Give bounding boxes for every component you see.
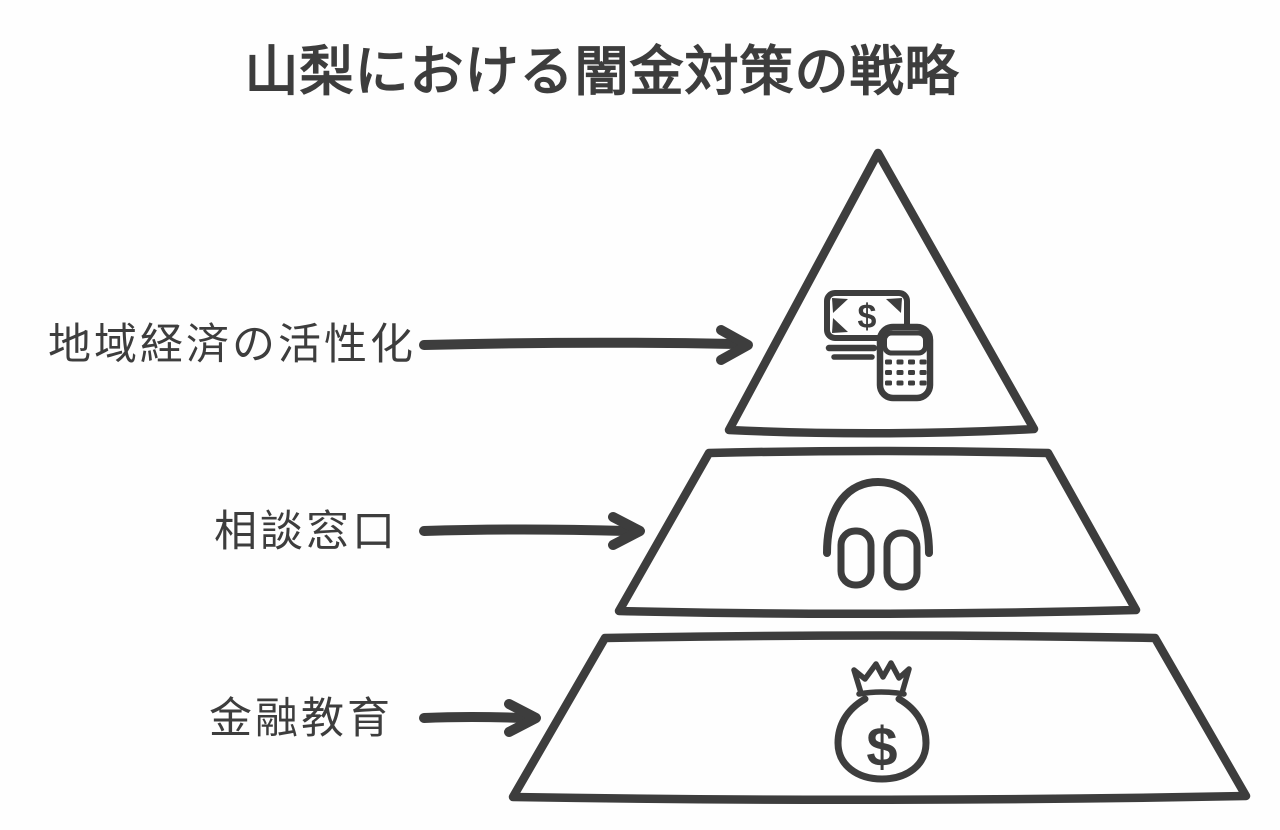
arrow-to-tier-bottom (419, 699, 541, 737)
moneybag-dollar-glyph: $ (866, 715, 897, 778)
arrow-to-tier-middle (419, 512, 645, 550)
arrow-shaft (419, 524, 632, 536)
arrow-to-tier-top (419, 325, 753, 365)
pyramid (508, 148, 1251, 805)
arrows (419, 325, 753, 737)
headphones-right-cup-shape (883, 529, 921, 591)
money-bag-tie-shape (851, 660, 912, 696)
calculator-body-shape (876, 323, 934, 402)
pyramid-tier-middle-shape (614, 446, 1141, 619)
headphones-band-shape (823, 478, 933, 557)
tier-label-middle: 相談窓口 (214, 508, 398, 556)
headphones-left-cup-shape (837, 527, 875, 589)
banknote-dollar-glyph: $ (858, 298, 877, 336)
arrow-head (504, 699, 541, 737)
calculator-screen-shape (882, 330, 928, 356)
tier-label-bottom: 金融教育 (209, 695, 393, 743)
arrow-head (716, 325, 753, 365)
arrow-shaft (419, 337, 741, 350)
diagram-title: 山梨における闇金対策の戦略 (245, 42, 960, 102)
calculator-buttons (885, 359, 927, 386)
banknote-calculator-icon: $ (824, 290, 934, 402)
pyramid-tier-top-shape (724, 148, 1039, 438)
arrow-shaft (419, 712, 528, 723)
arrow-head (608, 512, 645, 550)
headphones-icon (823, 478, 933, 591)
banknote-corner-bl (832, 318, 848, 333)
money-bag-icon: $ (834, 660, 930, 783)
tier-label-top: 地域経済の活性化 (48, 321, 416, 369)
banknote-corner-tr (886, 298, 902, 313)
pyramid-tier-bottom-shape (508, 631, 1251, 805)
money-bag-body-shape (834, 695, 930, 783)
banknote-corner-tl (832, 298, 848, 313)
money-bag-band-shape (856, 689, 907, 697)
